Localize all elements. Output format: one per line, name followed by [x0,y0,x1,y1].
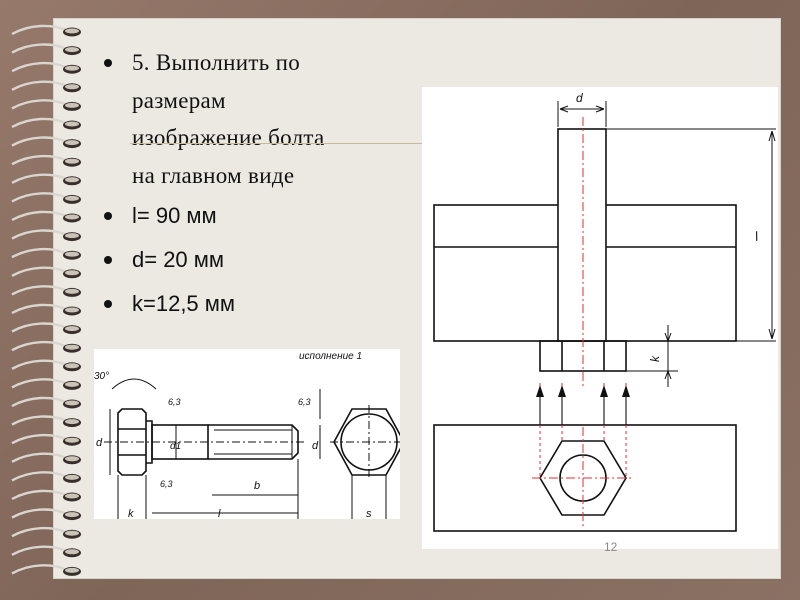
spiral-hole-highlight [65,102,79,108]
spiral-binding [11,24,81,576]
spiral-hole-highlight [65,530,79,536]
spiral-hole-highlight [65,326,79,332]
spiral-ring [11,359,67,370]
spiral-ring [11,192,67,203]
spiral-ring [11,489,67,501]
bolt-assembly-drawing: d l k [422,87,778,549]
ref-roughness-1: 6,3 [168,397,181,407]
spiral-ring [11,117,67,129]
spiral-hole-highlight [65,214,79,220]
spiral-ring [11,229,67,240]
spiral-hole-highlight [65,363,79,369]
spiral-ring [11,340,67,352]
spiral-ring [11,415,67,426]
spiral-ring [11,303,67,315]
spiral-hole-highlight [65,400,79,406]
spiral-hole-highlight [65,549,79,555]
spiral-ring [11,266,67,277]
divider-line [130,143,422,144]
spiral-hole-highlight [65,344,79,350]
task-line-1: 5. Выполнить по [132,50,300,75]
spiral-ring [11,173,67,184]
spiral-ring [11,285,67,296]
param-length: l= 90 мм [100,194,400,238]
spiral-hole-highlight [65,84,79,90]
spiral-ring [11,154,67,166]
spiral-ring [11,378,67,389]
spiral-hole-highlight [65,158,79,164]
ref-label-D: d [96,437,103,449]
dim-label-d: d [576,91,583,105]
spiral-hole-highlight [65,456,79,462]
spiral-ring [11,210,67,222]
bolt-shank [557,128,607,342]
spiral-ring [11,80,67,91]
spiral-ring [11,61,67,73]
slide-number: 12 [604,540,618,554]
dim-label-k: k [648,355,662,362]
spiral-ring [11,322,67,333]
spiral-ring [11,545,67,556]
spiral-hole-highlight [65,512,79,518]
reference-bolt-drawing: исполнение 1 30° d d1 d b l k s 6,3 6,3 … [94,349,400,519]
spiral-hole-highlight [65,493,79,499]
spiral-hole-highlight [65,381,79,387]
spiral-hole-highlight [65,437,79,443]
ref-title: исполнение 1 [299,351,362,362]
spiral-hole-highlight [65,47,79,53]
spiral-hole-highlight [65,195,79,201]
spiral-hole-highlight [65,251,79,257]
spiral-ring [11,471,67,482]
ref-angle-label: 30° [94,371,109,382]
spiral-hole-highlight [65,28,79,34]
spiral-ring [11,452,67,463]
task-line-3: изображение болта [132,125,325,150]
dim-label-l: l [754,228,761,244]
spiral-hole-highlight [65,474,79,480]
spiral-hole-highlight [65,65,79,71]
task-line-4: на главном виде [132,162,295,188]
ref-bolt-head [117,408,147,476]
spiral-ring [11,526,67,538]
spiral-ring [11,136,67,147]
spiral-ring [11,247,67,259]
spiral-ring [11,564,67,575]
task-bullet-list: 5. Выполнить по размерам изображение бол… [100,44,400,326]
spiral-hole-highlight [65,307,79,313]
task-line-2: размерам [132,87,226,113]
spiral-hole-highlight [65,233,79,239]
spiral-ring [11,99,67,110]
ref-label-k: k [128,508,134,519]
ref-label-b: b [254,480,260,492]
task-bullet: 5. Выполнить по размерам изображение бол… [100,44,400,194]
spiral-hole-highlight [65,270,79,276]
ref-label-d: d [312,440,319,452]
plan-view-plate [433,424,737,532]
spiral-ring [11,396,67,408]
ref-label-l: l [218,508,221,519]
spiral-ring [11,433,67,445]
ref-roughness-2: 6,3 [160,479,173,489]
spiral-ring [11,24,67,36]
ref-label-d1: d1 [170,441,181,452]
spiral-hole-highlight [65,288,79,294]
spiral-hole-highlight [65,419,79,425]
spiral-ring [11,43,67,54]
spiral-hole-highlight [65,121,79,127]
ref-label-s: s [366,508,372,519]
param-diameter: d= 20 мм [100,238,400,282]
spiral-hole-highlight [65,140,79,146]
spiral-hole-highlight [65,177,79,183]
spiral-ring [11,508,67,519]
param-head-height: k=12,5 мм [100,282,400,326]
ref-roughness-3: 6,3 [298,397,311,407]
spiral-hole-highlight [65,567,79,573]
